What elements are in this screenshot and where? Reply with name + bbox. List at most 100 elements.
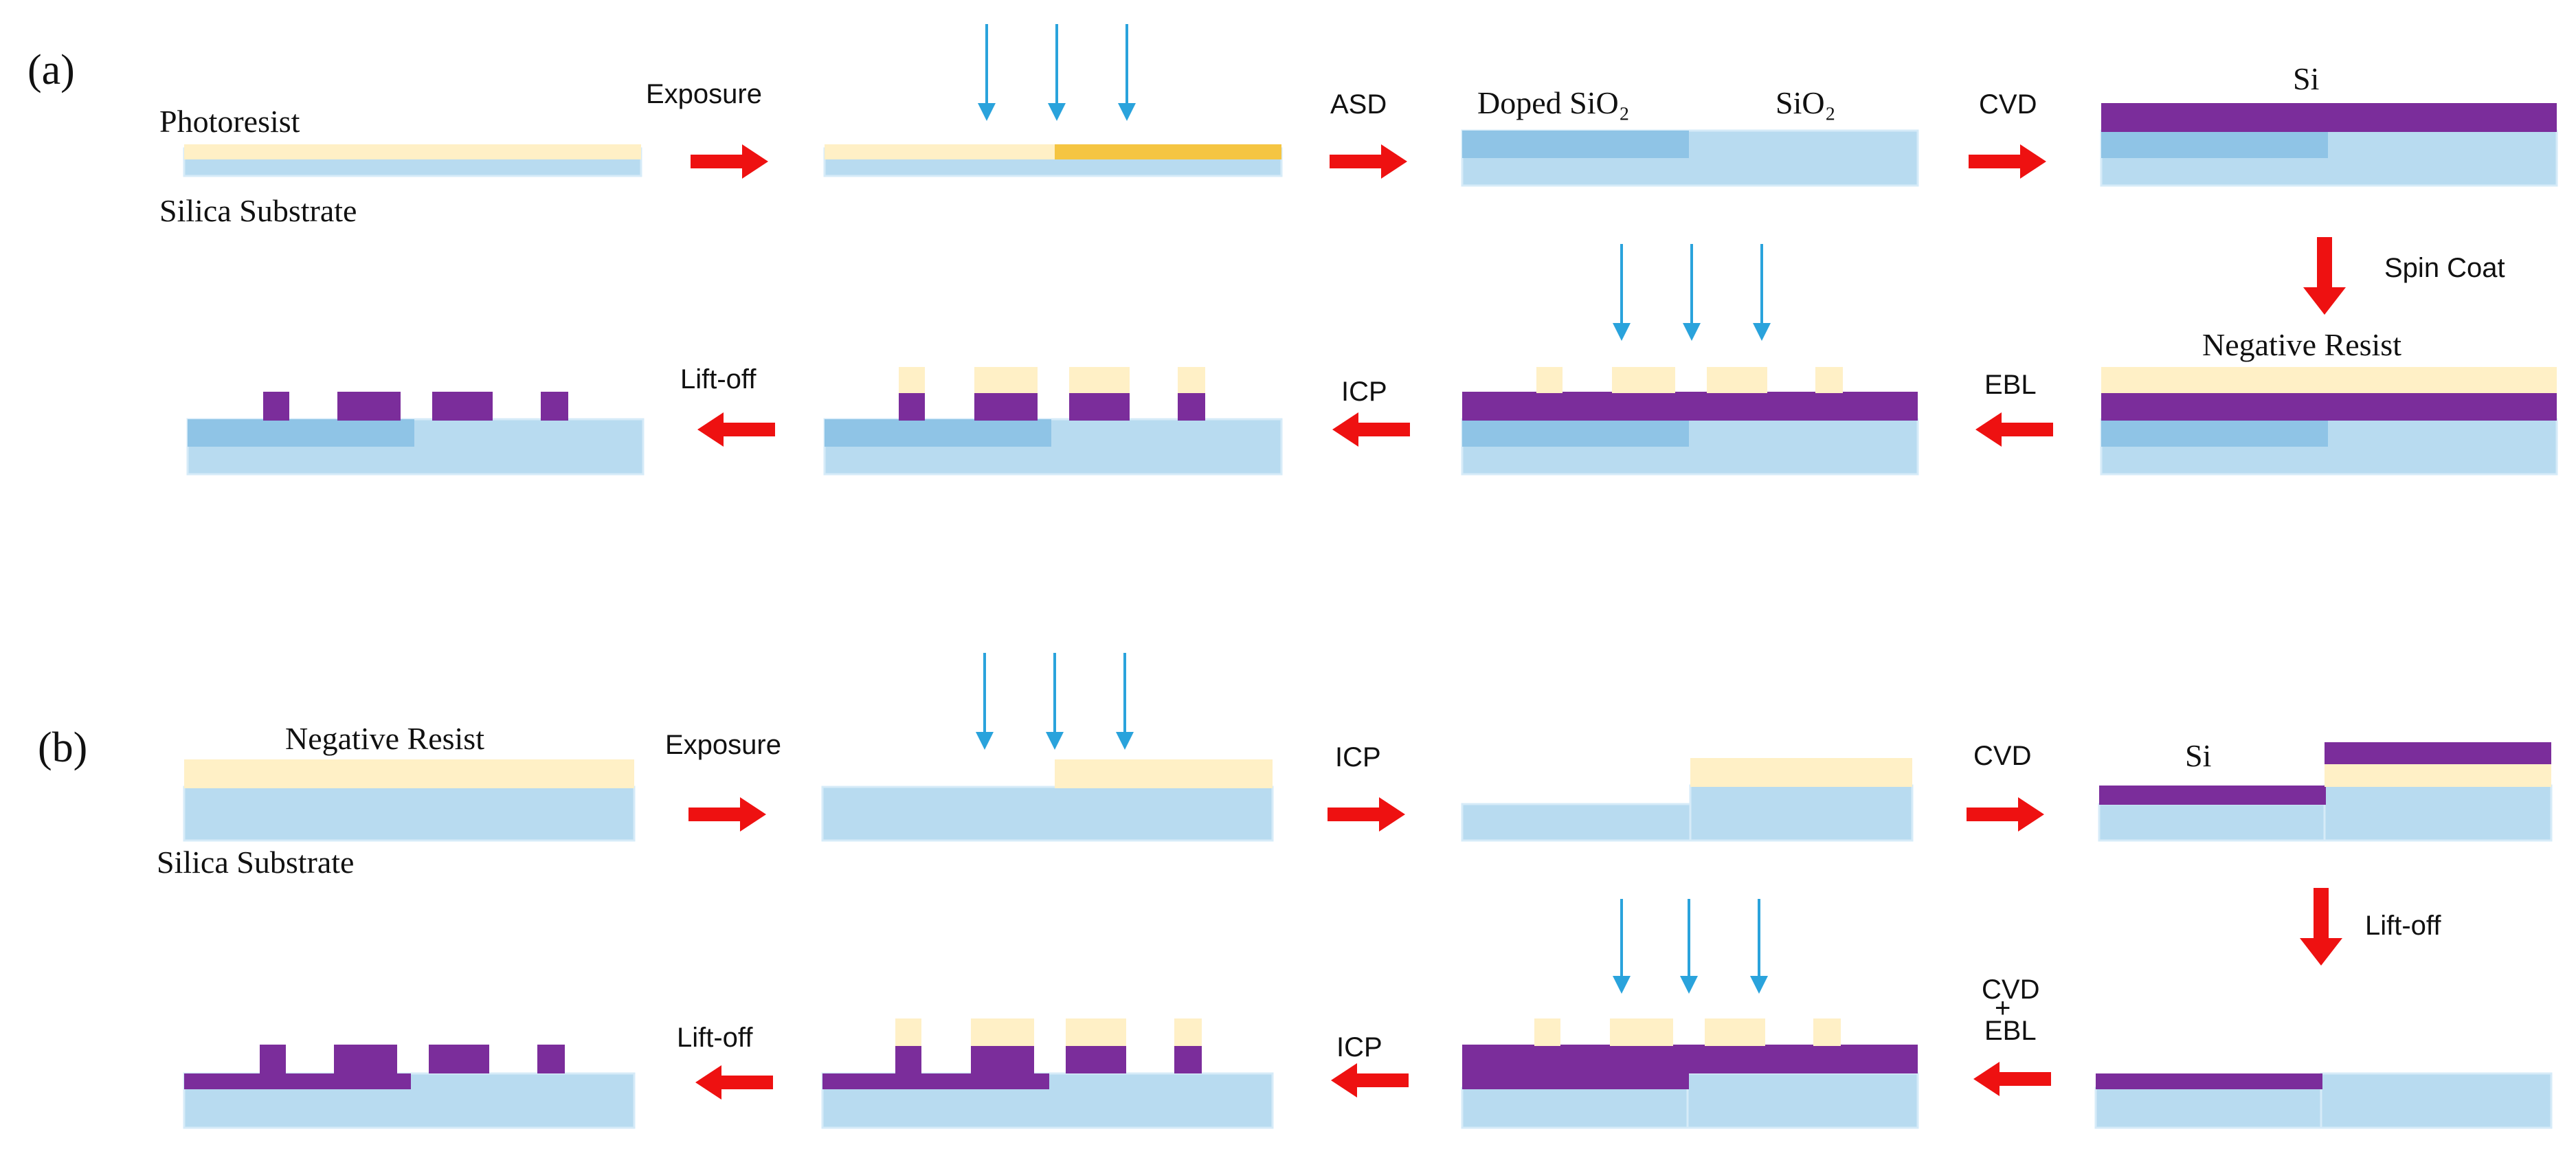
silicon-feature <box>1069 392 1130 421</box>
a-stage-5: Negative Resist <box>2100 327 2558 476</box>
substrate <box>183 786 636 842</box>
red-arrow-left <box>1975 412 2053 447</box>
step-label-plus: + <box>1995 993 2011 1023</box>
negative-resist-layer <box>184 759 634 788</box>
silicon-feature <box>260 1045 286 1073</box>
silicon-feature <box>432 392 493 421</box>
b-step-lift-off: Lift-off <box>677 1023 773 1100</box>
ebl-exposure-arrows <box>1613 244 1771 341</box>
resist-pattern <box>1069 367 1130 393</box>
exposure-arrows <box>976 653 1134 750</box>
ebl-exposure-arrows <box>1613 899 1768 994</box>
a-stage-6 <box>1461 244 1919 476</box>
substrate-step <box>2323 784 2553 842</box>
silicon-feature <box>429 1045 489 1073</box>
step-label-cvd: CVD <box>1973 741 2031 771</box>
step-label-icp: ICP <box>1336 1032 1382 1062</box>
substrate-etched <box>2094 1087 2324 1129</box>
red-arrow-left <box>1973 1062 2051 1096</box>
panel-a-label: (a) <box>27 47 75 93</box>
red-arrow-left <box>697 412 775 447</box>
step-label-icp: ICP <box>1335 742 1381 772</box>
step-label-lift-off: Lift-off <box>680 364 757 394</box>
b-step-cvd: CVD <box>1967 741 2044 832</box>
a-step-asd: ASD <box>1330 89 1407 179</box>
resist-pattern <box>899 367 925 393</box>
step-label-spin-coat: Spin Coat <box>2384 253 2505 283</box>
doped-sio2-region <box>2101 419 2328 447</box>
step-label-icp: ICP <box>1341 377 1387 407</box>
red-arrow-down <box>2303 237 2346 315</box>
silicon-layer <box>2101 392 2557 421</box>
a-step-spin-coat: Spin Coat <box>2303 237 2505 315</box>
negative-resist-label: Negative Resist <box>285 721 484 756</box>
b-step-icp-2: ICP <box>1331 1032 1409 1098</box>
step-label-cvd: CVD <box>1979 89 2037 120</box>
a-stage-4: Si <box>2100 61 2558 187</box>
red-arrow-right <box>1330 144 1407 179</box>
silicon-feature <box>337 392 401 421</box>
silicon-feature <box>537 1045 565 1073</box>
b-stage-7 <box>821 1018 1274 1129</box>
resist-pattern <box>1178 367 1205 393</box>
red-arrow-right <box>1969 144 2046 179</box>
step-label-lift-off: Lift-off <box>2365 911 2441 941</box>
step-label-ebl: EBL <box>1984 370 2037 400</box>
substrate-step <box>2320 1072 2553 1129</box>
panel-b-label: (b) <box>38 724 87 771</box>
a-step-exposure: Exposure <box>646 79 768 179</box>
red-arrow-right <box>1328 797 1405 832</box>
step-label-ebl: EBL <box>1984 1016 2037 1046</box>
doped-sio2-region <box>1462 419 1689 447</box>
resist-block <box>1055 759 1273 788</box>
resist-block <box>1690 758 1912 787</box>
exposure-arrows <box>978 24 1136 121</box>
resist-pattern <box>1705 1018 1765 1046</box>
photoresist-layer <box>184 144 641 159</box>
b-stage-8 <box>183 1045 636 1129</box>
substrate-etched <box>1461 1087 1690 1129</box>
a-stage-8 <box>186 392 645 476</box>
step-label-lift-off: Lift-off <box>677 1023 753 1053</box>
doped-sio2-region <box>1462 131 1689 158</box>
resist-pattern <box>1612 367 1675 393</box>
b-step-cvd-ebl: CVD + EBL <box>1973 975 2051 1096</box>
exposed-resist <box>1055 144 1281 159</box>
step-label-cvd: CVD <box>1982 975 2039 1005</box>
silica-substrate-label: Silica Substrate <box>159 193 357 228</box>
silicon-feature <box>895 1045 921 1073</box>
silica-substrate-label: Silica Substrate <box>157 845 354 880</box>
silicon-layer <box>2101 103 2557 132</box>
substrate-etched <box>2098 803 2327 842</box>
silicon-feature <box>971 1045 1034 1073</box>
b-stage-2 <box>821 653 1274 842</box>
substrate-step <box>1689 784 1914 842</box>
panel-a: (a) Photoresist Silica Substrate Exposur… <box>27 24 2558 476</box>
doped-sio2-label: Doped SiO₂ <box>1477 85 1630 120</box>
photoresist-label: Photoresist <box>159 104 300 139</box>
silicon-feature <box>899 392 925 421</box>
a-stage-7 <box>823 367 1283 476</box>
a-step-cvd: CVD <box>1969 89 2046 179</box>
resist-pattern <box>1815 367 1843 393</box>
doped-sio2-region <box>2101 131 2328 158</box>
silicon-feature <box>1066 1045 1126 1073</box>
silicon-feature <box>263 392 289 421</box>
silicon-layer-low <box>2099 786 2326 805</box>
red-arrow-right <box>691 144 768 179</box>
red-arrow-left <box>1331 1063 1409 1098</box>
si-label: Si <box>2185 738 2211 773</box>
sio2-label: SiO₂ <box>1776 85 1836 120</box>
silicon-feature <box>541 392 568 421</box>
b-step-lift-off-down: Lift-off <box>2300 888 2441 966</box>
b-step-icp: ICP <box>1328 742 1405 832</box>
si-label: Si <box>2293 61 2319 96</box>
b-step-exposure: Exposure <box>665 730 781 832</box>
negative-resist-layer <box>2101 367 2557 393</box>
resist-pattern <box>1534 1018 1560 1046</box>
substrate-etched <box>1461 803 1694 842</box>
resist-pattern <box>1174 1018 1202 1046</box>
silicon-layer-high <box>2325 742 2551 764</box>
b-stage-1: Negative Resist Silica Substrate <box>157 721 636 880</box>
